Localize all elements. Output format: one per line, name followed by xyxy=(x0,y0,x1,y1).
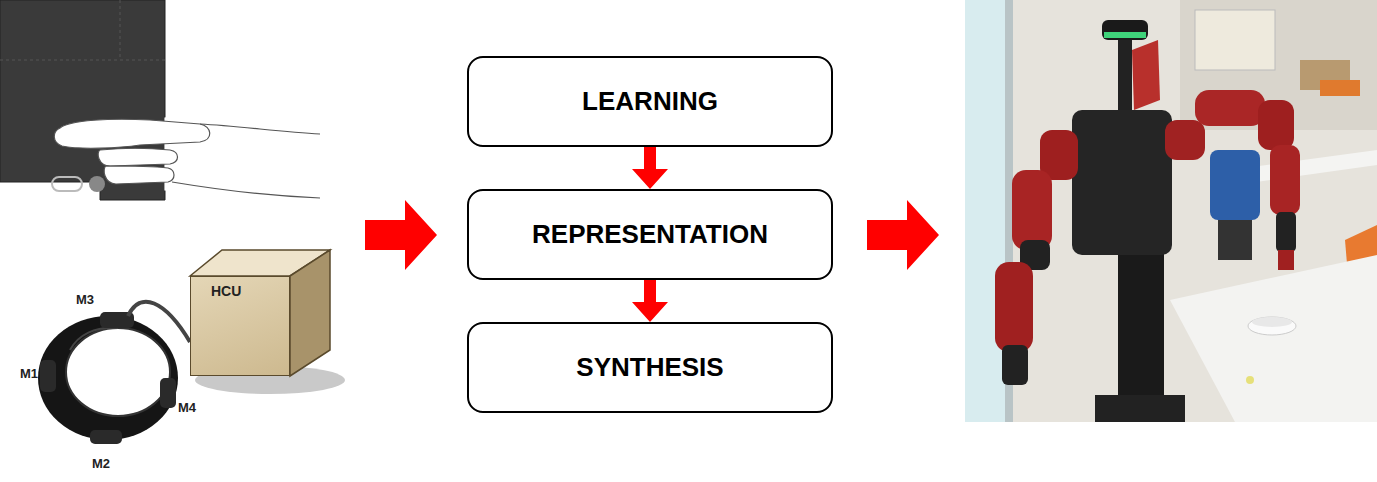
robot-photo-part xyxy=(965,0,1005,422)
sleeve-device-part xyxy=(0,60,165,61)
robot-photo-part xyxy=(1118,40,1132,110)
module-label: M4 xyxy=(178,400,196,415)
node-text: REPRESENTATION xyxy=(532,219,768,250)
hand-drawing-part xyxy=(98,149,177,167)
sensor-ring-part xyxy=(160,378,176,408)
process-box: SYNTHESIS xyxy=(467,322,833,413)
robot-photo-part xyxy=(1320,80,1360,96)
sleeve-device-part xyxy=(52,177,82,191)
flow-connector xyxy=(632,280,668,322)
robot-photo-part xyxy=(1276,212,1296,252)
robot-photo-part xyxy=(1072,110,1172,255)
module-label: M3 xyxy=(76,292,94,307)
hcu-cube xyxy=(190,250,345,394)
hand-drawing-part xyxy=(54,119,210,148)
robot-photo-part xyxy=(1248,317,1296,335)
hcu-cube-part xyxy=(290,250,330,376)
robot-photo-part xyxy=(1195,10,1275,70)
robot-photo-part xyxy=(1165,120,1205,160)
sensor-ring-part xyxy=(90,430,122,444)
robot-photo-part xyxy=(1095,395,1185,422)
robot-photo-part xyxy=(1170,255,1377,422)
flow-arrow xyxy=(365,200,437,270)
module-label: M1 xyxy=(20,366,38,381)
sensor-ring-part xyxy=(66,328,170,416)
sensor-ring-part xyxy=(38,316,178,440)
sensor-ring-part xyxy=(40,360,56,392)
robot-photo-part xyxy=(1278,250,1294,270)
sensor-ring-part xyxy=(128,302,190,342)
node-text: HCU xyxy=(211,283,241,299)
robot-photo-part xyxy=(965,0,1377,422)
sleeve-device-part xyxy=(89,176,105,192)
hand-drawing-part xyxy=(104,166,174,184)
robot-photo-part xyxy=(1118,250,1164,400)
sensor-ring-part xyxy=(70,328,118,350)
process-box: LEARNING xyxy=(467,56,833,147)
robot-photo-part xyxy=(1195,90,1265,126)
robot-photo-part xyxy=(1270,145,1300,215)
flow-arrow xyxy=(867,200,939,270)
flow-connector xyxy=(632,147,668,189)
robot-photo xyxy=(965,0,1377,422)
node-text: LEARNING xyxy=(582,86,718,117)
robot-photo-part xyxy=(1002,345,1028,385)
robot-photo-part xyxy=(1218,220,1252,260)
robot-photo-part xyxy=(1246,376,1254,384)
robot-photo-part xyxy=(1252,317,1292,327)
robot-photo-part xyxy=(1102,20,1148,40)
hcu-box: HCU xyxy=(190,276,290,376)
hand-drawing xyxy=(54,114,320,211)
robot-photo-part xyxy=(1104,32,1146,38)
robot-photo-part xyxy=(1258,100,1294,150)
hand-drawing-part xyxy=(172,182,320,198)
hand-drawing-part xyxy=(200,124,320,134)
node-text: SYNTHESIS xyxy=(576,352,723,383)
robot-photo-part xyxy=(1210,150,1260,220)
process-box: REPRESENTATION xyxy=(467,189,833,280)
sensor-ring xyxy=(38,302,190,444)
robot-photo-part xyxy=(1132,40,1160,110)
robot-photo-part xyxy=(1012,170,1052,250)
module-label: M2 xyxy=(92,456,110,471)
sleeve-device-part xyxy=(120,0,121,60)
robot-photo-part xyxy=(995,262,1033,352)
